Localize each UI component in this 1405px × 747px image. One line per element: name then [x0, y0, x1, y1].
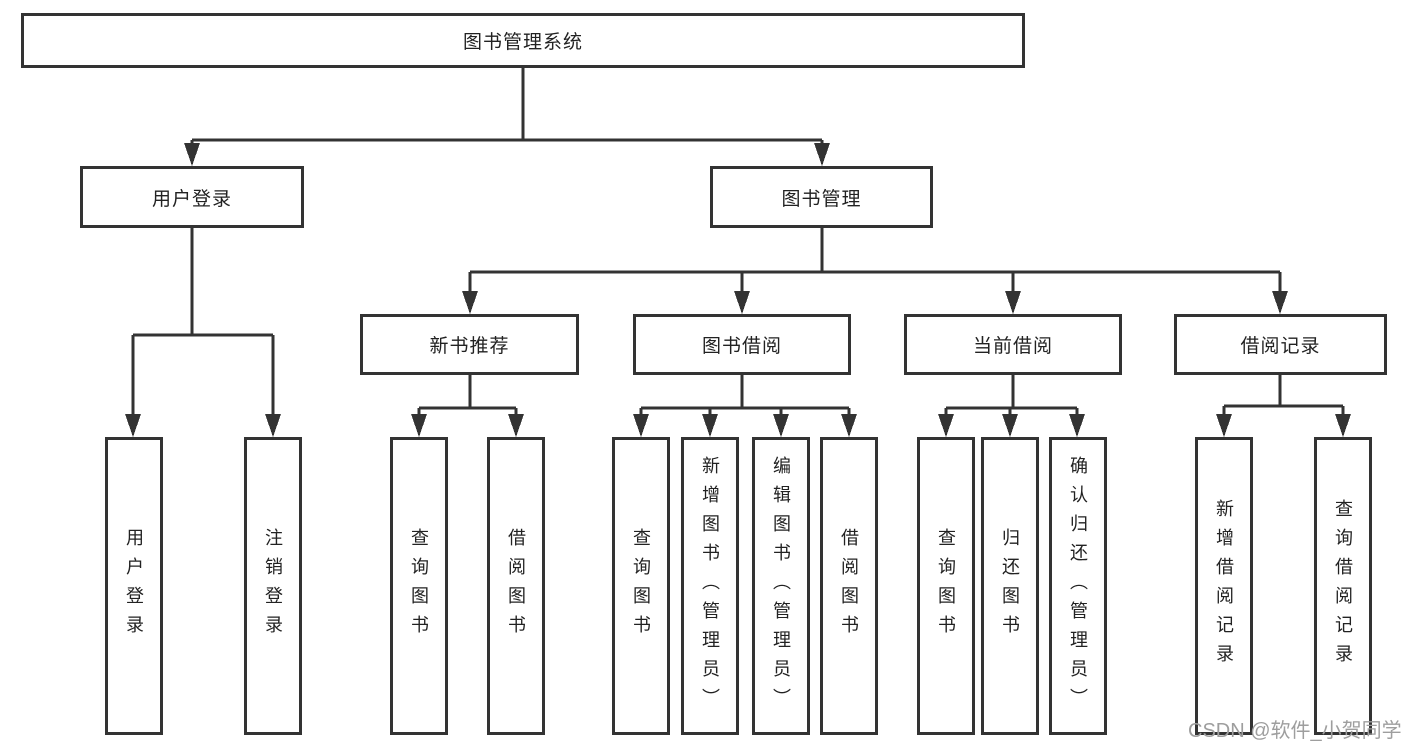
leaf-edit-books-admin: 编辑图书（管理员）	[752, 437, 810, 735]
leaf-add-books-admin: 新增图书（管理员）	[681, 437, 739, 735]
leaf-return-books: 归还图书	[981, 437, 1039, 735]
node-label: 图书管理	[781, 188, 862, 210]
arrowhead-icon	[773, 414, 789, 437]
node-label: 图书管理系统	[462, 32, 583, 53]
arrowhead-icon	[125, 414, 141, 437]
arrowhead-icon	[1335, 414, 1351, 437]
arrowhead-icon	[702, 414, 718, 437]
node-book-management: 图书管理	[710, 166, 933, 228]
node-library-system: 图书管理系统	[21, 13, 1025, 68]
leaf-borrow-query-books: 查询图书	[612, 437, 670, 735]
node-label: 借阅记录	[1240, 336, 1321, 357]
connector-line	[190, 68, 824, 150]
leaf-query-borrow-record: 查询借阅记录	[1314, 437, 1372, 735]
arrowhead-icon	[1069, 414, 1085, 437]
csdn-watermark: CSDN @软件_小贺同学	[1188, 720, 1402, 742]
arrowhead-icon	[265, 414, 281, 437]
leaf-add-borrow-record: 新增借阅记录	[1195, 437, 1253, 735]
node-label: 归还图书	[1000, 528, 1020, 644]
arrowhead-icon	[734, 291, 750, 314]
node-label: 注销登录	[263, 528, 283, 644]
arrowhead-icon	[184, 143, 200, 166]
arrowhead-icon	[1272, 291, 1288, 314]
node-current-borrow: 当前借阅	[904, 314, 1122, 375]
node-label: 借阅图书	[839, 528, 859, 644]
arrowhead-icon	[938, 414, 954, 437]
connector-line	[417, 375, 518, 422]
leaf-current-query-books: 查询图书	[917, 437, 975, 735]
leaf-recommend-query-books: 查询图书	[390, 437, 448, 735]
node-label: 用户登录	[124, 528, 144, 644]
node-label: 编辑图书（管理员）	[771, 455, 791, 717]
connector-line	[131, 228, 275, 420]
node-label: 查询图书	[409, 528, 429, 644]
leaf-borrow-books: 借阅图书	[820, 437, 878, 735]
node-label: 借阅图书	[506, 528, 526, 644]
node-label: 查询图书	[631, 528, 651, 644]
arrowhead-icon	[1216, 414, 1232, 437]
arrowhead-icon	[411, 414, 427, 437]
node-label: 查询借阅记录	[1333, 499, 1353, 673]
node-user-login: 用户登录	[80, 166, 304, 228]
node-label: 新增图书（管理员）	[700, 455, 720, 717]
arrowhead-icon	[814, 143, 830, 166]
node-label: 当前借阅	[972, 336, 1053, 357]
arrowhead-icon	[508, 414, 524, 437]
leaf-confirm-return-admin: 确认归还（管理员）	[1049, 437, 1107, 735]
arrowhead-icon	[1002, 414, 1018, 437]
leaf-recommend-borrow-books: 借阅图书	[487, 437, 545, 735]
node-label: 新增借阅记录	[1214, 499, 1234, 673]
connector-line	[639, 375, 851, 422]
node-label: 用户登录	[151, 188, 232, 210]
arrowhead-icon	[1005, 291, 1021, 314]
node-borrow-records: 借阅记录	[1174, 314, 1387, 375]
connector-line	[468, 228, 1282, 300]
leaf-user-login: 用户登录	[105, 437, 163, 735]
leaf-logout: 注销登录	[244, 437, 302, 735]
node-label: 新书推荐	[429, 336, 510, 357]
node-label: 查询图书	[936, 528, 956, 644]
node-label: 确认归还（管理员）	[1068, 455, 1088, 717]
node-book-borrow: 图书借阅	[633, 314, 851, 375]
arrowhead-icon	[462, 291, 478, 314]
node-label: 图书借阅	[701, 336, 782, 357]
arrowhead-icon	[633, 414, 649, 437]
node-new-book-recommend: 新书推荐	[360, 314, 579, 375]
arrowhead-icon	[841, 414, 857, 437]
connector-line	[1222, 375, 1345, 422]
